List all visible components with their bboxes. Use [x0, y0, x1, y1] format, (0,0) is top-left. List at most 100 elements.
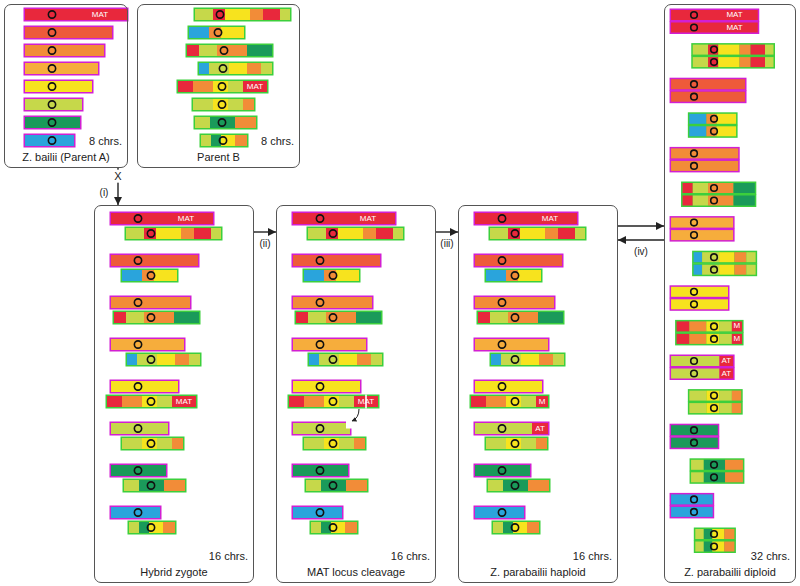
chromosome-segment — [506, 270, 518, 281]
chromosome-segment — [691, 460, 704, 470]
centromere — [711, 323, 718, 330]
chromosome-segment — [718, 45, 739, 55]
panel-box: 16 chrs.MAT locus cleavageMATMAT — [276, 205, 436, 583]
centromere — [48, 119, 55, 126]
chromosome-segment — [671, 79, 745, 89]
chromosome-segment — [689, 403, 706, 413]
chromosome-outline — [688, 125, 738, 138]
chromosome-segment — [702, 265, 719, 275]
chromosome-segment — [172, 396, 196, 407]
locus-segment: M — [732, 321, 742, 331]
centromere — [134, 299, 141, 306]
chromosome-outline — [128, 521, 177, 535]
cleavage-notch — [346, 421, 352, 429]
chromosome-outline — [474, 422, 550, 436]
chromosome-segment — [671, 438, 718, 448]
locus-label: AT — [721, 357, 731, 365]
chromosome-segment — [746, 265, 755, 275]
chromosome-outline — [474, 464, 532, 478]
centromere — [316, 509, 323, 516]
chromosome-outline — [670, 9, 760, 22]
chromosome-segment — [339, 354, 357, 365]
chromosome-segment — [689, 114, 706, 124]
chromosome-outline — [310, 521, 359, 535]
chromosome-segment — [734, 265, 746, 275]
centromere — [147, 356, 154, 363]
locus-segment: AT — [720, 356, 734, 366]
chromosome-outline — [474, 380, 544, 394]
chromosome-segment — [704, 460, 725, 470]
chromosome-outline — [688, 112, 738, 125]
centromere — [711, 392, 718, 399]
chromosome-segment — [156, 228, 181, 239]
chromosome-segment — [725, 460, 743, 470]
chromosome-segment — [671, 92, 745, 102]
chromosome-segment — [689, 334, 706, 344]
chromosome-segment — [734, 252, 746, 262]
locus-segment: AT — [720, 369, 734, 379]
centromere — [316, 467, 323, 474]
chromosome-segment — [111, 213, 213, 224]
chromosome-segment — [25, 117, 80, 128]
chromosome-outline — [192, 98, 256, 112]
chromosome-segment — [695, 542, 704, 552]
chromosome-segment — [693, 196, 708, 206]
chromosome-outline — [670, 229, 735, 242]
chromosome-segment — [521, 438, 536, 449]
chromosome-outline — [670, 424, 720, 437]
chromosome-segment — [324, 270, 336, 281]
chromosome-segment — [250, 9, 263, 20]
chromosome-segment — [293, 465, 348, 476]
chromosome-outline — [694, 528, 736, 541]
centromere — [220, 47, 227, 54]
chromosome-segment — [111, 297, 190, 308]
chromosome-outline — [110, 422, 170, 436]
chromosome-segment — [213, 99, 228, 110]
chromosome-segment — [195, 9, 213, 20]
chromosome-segment — [157, 438, 172, 449]
chromosome-segment — [719, 265, 734, 275]
centromere — [691, 301, 698, 308]
centromere — [691, 439, 698, 446]
chromosome-outline — [194, 8, 292, 22]
chromosome-segment — [199, 45, 217, 56]
locus-label: MAT — [542, 215, 558, 223]
chromosome-outline — [670, 285, 730, 298]
centromere — [691, 509, 698, 516]
chromosome-segment — [520, 228, 545, 239]
centromere — [711, 116, 718, 123]
chromosome-segment — [111, 255, 198, 266]
chromosome-segment — [235, 117, 256, 128]
chromosome-segment — [346, 480, 367, 491]
chromosome-segment — [706, 334, 719, 344]
centromere — [498, 467, 505, 474]
chromosome-outline — [24, 62, 100, 76]
chromosome-segment — [293, 423, 350, 434]
chromosome-outline — [690, 458, 745, 471]
locus-label: MAT — [360, 215, 376, 223]
chromosome-segment — [521, 354, 539, 365]
chromosome-segment — [689, 321, 706, 331]
centromere — [218, 119, 225, 126]
locus-segment: MAT — [714, 23, 754, 33]
centromere — [147, 482, 154, 489]
chromosome-outline — [24, 26, 114, 40]
chromosome-segment — [475, 339, 548, 350]
chromosome-segment — [293, 297, 372, 308]
chromosome-segment — [107, 396, 122, 407]
centromere — [134, 257, 141, 264]
centromere — [329, 440, 336, 447]
centromere — [711, 531, 718, 538]
chromosome-segment — [503, 480, 528, 491]
centromere — [511, 398, 518, 405]
locus-label: M — [734, 322, 741, 330]
locus-label: AT — [535, 425, 545, 433]
chromosome-outline — [194, 116, 258, 130]
chromosome-segment — [689, 391, 706, 401]
centromere — [691, 24, 698, 31]
centromere — [216, 11, 223, 18]
chromosome-segment — [518, 270, 541, 281]
chromosome-segment — [25, 99, 82, 110]
chromosome-segment — [493, 522, 503, 533]
